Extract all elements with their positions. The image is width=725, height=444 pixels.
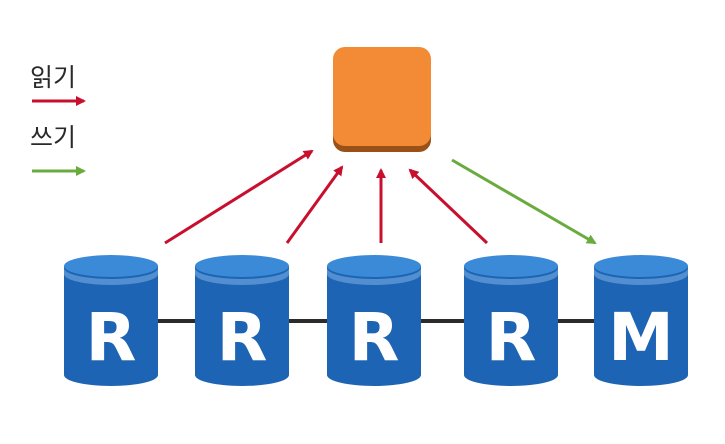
database-replica-1: R	[64, 255, 158, 386]
legend: 읽기 쓰기	[30, 63, 86, 176]
database-letter: R	[86, 299, 137, 376]
read-arrow-replica-1	[164, 149, 314, 245]
database-top	[327, 255, 421, 277]
legend-read-label: 읽기	[30, 63, 76, 92]
database-body	[464, 266, 558, 386]
database-body	[594, 266, 688, 386]
database-top	[195, 255, 289, 277]
database-replica-3: R	[327, 255, 421, 386]
database-top	[594, 255, 688, 277]
database-body	[64, 266, 158, 386]
application-node-face	[333, 47, 431, 146]
database-band	[64, 268, 158, 285]
database-top	[464, 255, 558, 277]
application-node	[333, 47, 431, 152]
database-letter: R	[486, 299, 537, 376]
read-arrows	[164, 149, 489, 245]
legend-write-label: 쓰기	[30, 123, 76, 152]
database-band	[594, 268, 688, 285]
read-arrow-replica-4	[408, 168, 489, 245]
database-band	[195, 268, 289, 285]
write-arrow-master	[451, 158, 597, 245]
database-letter: R	[349, 299, 400, 376]
database-band	[464, 268, 558, 285]
database-body	[195, 266, 289, 386]
database-band	[327, 268, 421, 285]
database-body	[327, 266, 421, 386]
database-master-5: M	[594, 255, 688, 386]
database-letter: R	[217, 299, 268, 376]
database-top	[64, 255, 158, 277]
database-letter: M	[608, 299, 674, 376]
database-replica-2: R	[195, 255, 289, 386]
read-arrow-replica-2	[285, 165, 344, 244]
database-replica-4: R	[464, 255, 558, 386]
